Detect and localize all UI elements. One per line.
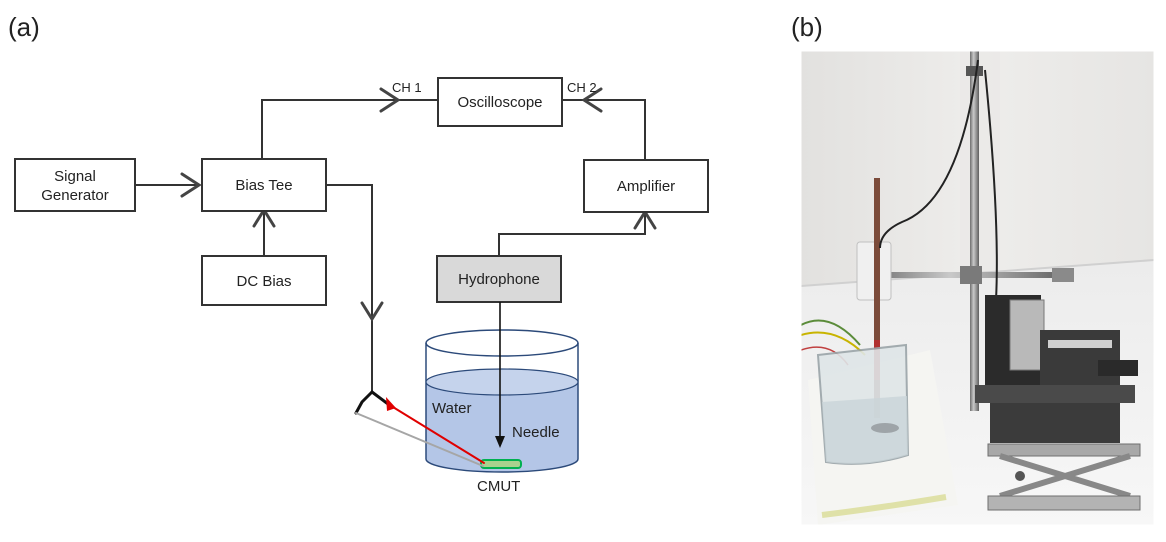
water-label: Water	[432, 400, 471, 417]
ch1-label: CH 1	[392, 80, 422, 95]
amplifier-label: Amplifier	[617, 178, 675, 195]
amplifier-box	[583, 159, 709, 213]
ch2-label: CH 2	[567, 80, 597, 95]
signal-generator-label-line2: Generator	[41, 187, 109, 204]
arrow-into-ch1	[379, 87, 401, 113]
oscilloscope-label: Oscilloscope	[457, 94, 542, 111]
hydrophone-label: Hydrophone	[458, 271, 540, 288]
arrow-into-ch2	[581, 87, 603, 113]
setup-photo	[801, 51, 1154, 525]
signal-generator-box	[14, 158, 136, 212]
block-labels: Signal Generator Bias Tee DC Bias Oscill…	[41, 94, 675, 290]
arrow-into-bias-tee	[180, 172, 202, 198]
dc-bias-label: DC Bias	[236, 273, 291, 290]
cmut-label: CMUT	[477, 478, 520, 495]
connection-wires	[135, 99, 646, 392]
panel-a-label: (a)	[8, 12, 40, 42]
bias-tee-box	[201, 158, 327, 212]
oscilloscope-box	[437, 77, 563, 127]
signal-generator-label-line1: Signal	[54, 168, 96, 185]
needle-arrowhead	[495, 436, 505, 448]
dc-bias-box	[201, 255, 327, 306]
cmut-element	[480, 459, 522, 469]
needle-label: Needle	[512, 424, 560, 441]
panel-b-label: (b)	[791, 12, 823, 42]
bias-tee-label: Bias Tee	[235, 177, 292, 194]
cmut-cable	[354, 390, 485, 467]
hydrophone-box	[436, 255, 562, 303]
water-tank	[425, 329, 579, 473]
block-diagram	[14, 77, 709, 473]
photo-frame	[800, 50, 1155, 526]
arrow-down-cable	[360, 301, 384, 322]
